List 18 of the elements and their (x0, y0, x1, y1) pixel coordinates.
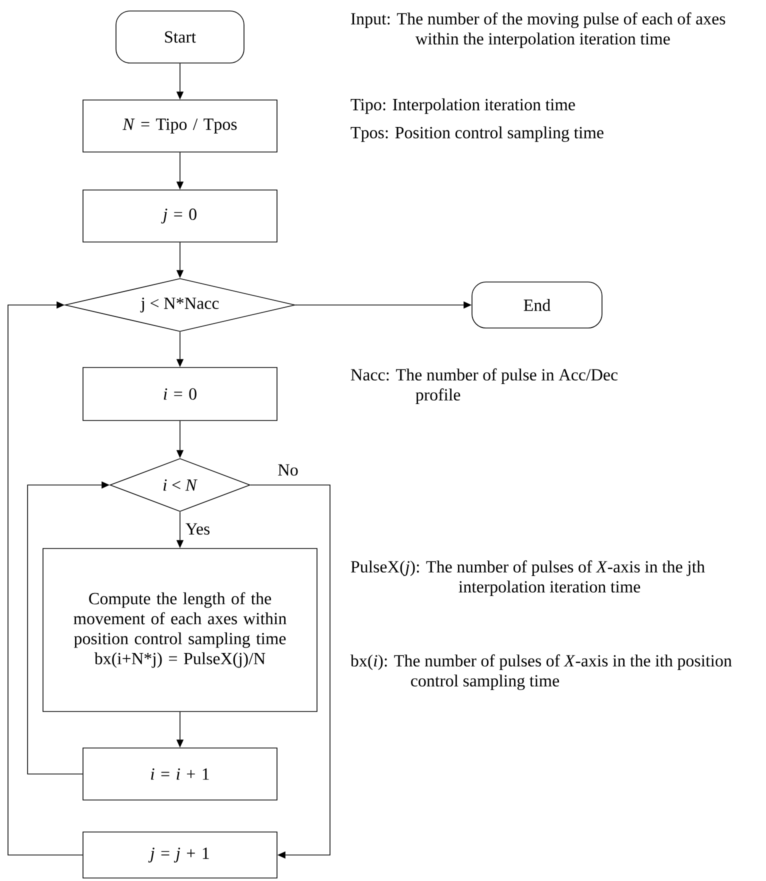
arrow (250, 484, 330, 859)
terminal-box: End (472, 282, 602, 328)
process-box: Compute the length of the movement of each axes within position control sampling time bx(i+N*j) = PulseX(j)/N (42, 548, 318, 712)
note-text: Tipo: Interpolation iteration time (350, 98, 575, 114)
process-box: i = 0 (82, 367, 278, 421)
note-text: bx(i): The number of pulses of X-axis in the ith position control sampling time (350, 654, 732, 690)
process-box: j = j + 1 (82, 832, 278, 878)
process-box: j = 0 (82, 190, 278, 242)
terminal-box: Start (116, 10, 244, 64)
note-text: Tpos: Position control sampling time (350, 126, 604, 142)
note-text: Input: The number of the moving pulse of each of axes within the interpolation iteration time (351, 12, 726, 48)
note-text: PulseX(j): The number of pulses of X-axis in the jth interpolation iteration time (350, 560, 705, 596)
process-box: i = i + 1 (82, 748, 278, 800)
edge-label: Yes (184, 522, 212, 536)
arrow (8, 301, 83, 856)
process-box: N = Tipo / Tpos (82, 100, 278, 152)
note-text: Nacc: The number of pulse in Acc/Dec profile (350, 368, 618, 404)
edge-label: No (276, 463, 300, 477)
